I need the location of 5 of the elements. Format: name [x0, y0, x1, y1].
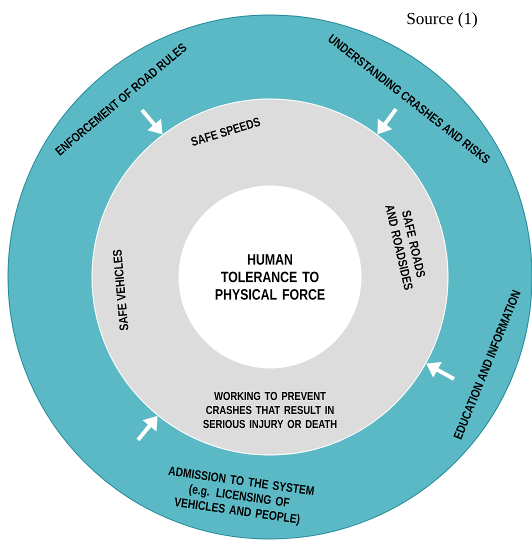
ring-label: WORKING TO PREVENT CRASHES THAT RESULT IN SERIOUS INJURY OR DEATH: [203, 392, 336, 428]
ring-label: SAFE SPEEDS: [191, 118, 260, 146]
ring-label: ADMISSION TO THE SYSTEM (e.g. LICENSING OF VEHICLES AND PEOPLE): [168, 466, 314, 526]
ring-label: SAFE VEHICLES: [112, 250, 128, 330]
source-note: Source (1): [408, 12, 477, 28]
